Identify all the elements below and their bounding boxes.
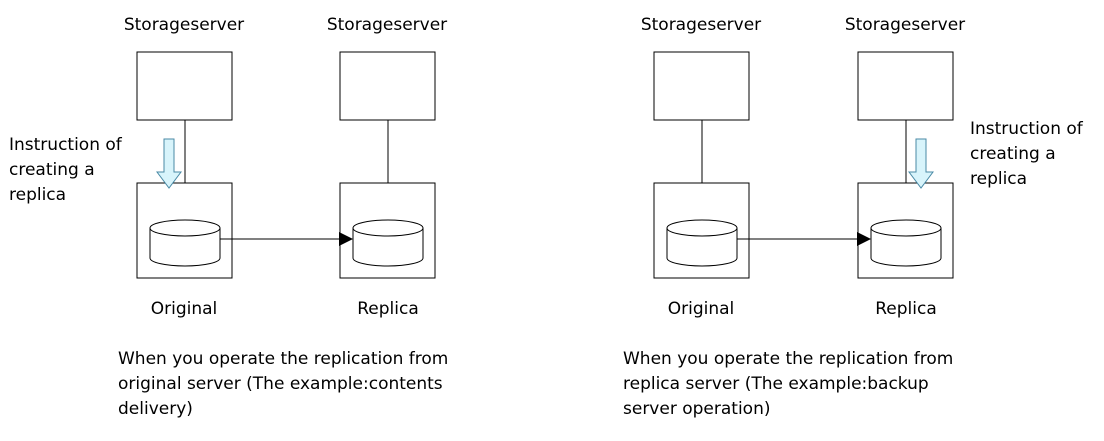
replica-server-label: Storageserver xyxy=(326,15,448,35)
instruction-line: Instruction of xyxy=(970,119,1083,139)
original-server-label: Storageserver xyxy=(640,15,762,35)
panel-caption: When you operate the replication from re… xyxy=(623,347,953,422)
caption-line: replica server (The example:backup xyxy=(623,374,929,394)
original-storage-server-box xyxy=(136,51,233,121)
panel-original-operation xyxy=(136,51,436,279)
instruction-line: creating a xyxy=(9,160,95,180)
original-disk-icon xyxy=(666,219,738,267)
instruction-text: Instruction of creating a replica xyxy=(9,133,122,208)
instruction-arrow-icon xyxy=(908,138,934,189)
instruction-arrow-icon xyxy=(156,138,182,189)
replica-storage-server-box xyxy=(339,51,436,121)
instruction-line: replica xyxy=(970,169,1028,189)
caption-line: When you operate the replication from xyxy=(623,349,954,369)
instruction-line: replica xyxy=(9,185,67,205)
replica-server-label: Storageserver xyxy=(844,15,966,35)
original-volume-label: Original xyxy=(150,299,218,319)
caption-line: delivery) xyxy=(118,399,193,419)
panel-caption: When you operate the replication from or… xyxy=(118,347,448,422)
caption-line: original server (The example:contents xyxy=(118,374,443,394)
instruction-line: Instruction of xyxy=(9,135,122,155)
original-volume-label: Original xyxy=(667,299,735,319)
caption-line: When you operate the replication from xyxy=(118,349,449,369)
replica-disk-icon xyxy=(870,219,942,267)
caption-line: server operation) xyxy=(623,399,771,419)
replica-storage-server-box xyxy=(857,51,954,121)
replica-volume-label: Replica xyxy=(357,299,419,319)
original-disk-icon xyxy=(149,219,221,267)
replica-disk-icon xyxy=(352,219,424,267)
instruction-text: Instruction of creating a replica xyxy=(970,117,1083,192)
original-storage-server-box xyxy=(653,51,750,121)
instruction-line: creating a xyxy=(970,144,1056,164)
original-server-label: Storageserver xyxy=(123,15,245,35)
replica-volume-label: Replica xyxy=(875,299,937,319)
panel-replica-operation xyxy=(653,51,954,279)
